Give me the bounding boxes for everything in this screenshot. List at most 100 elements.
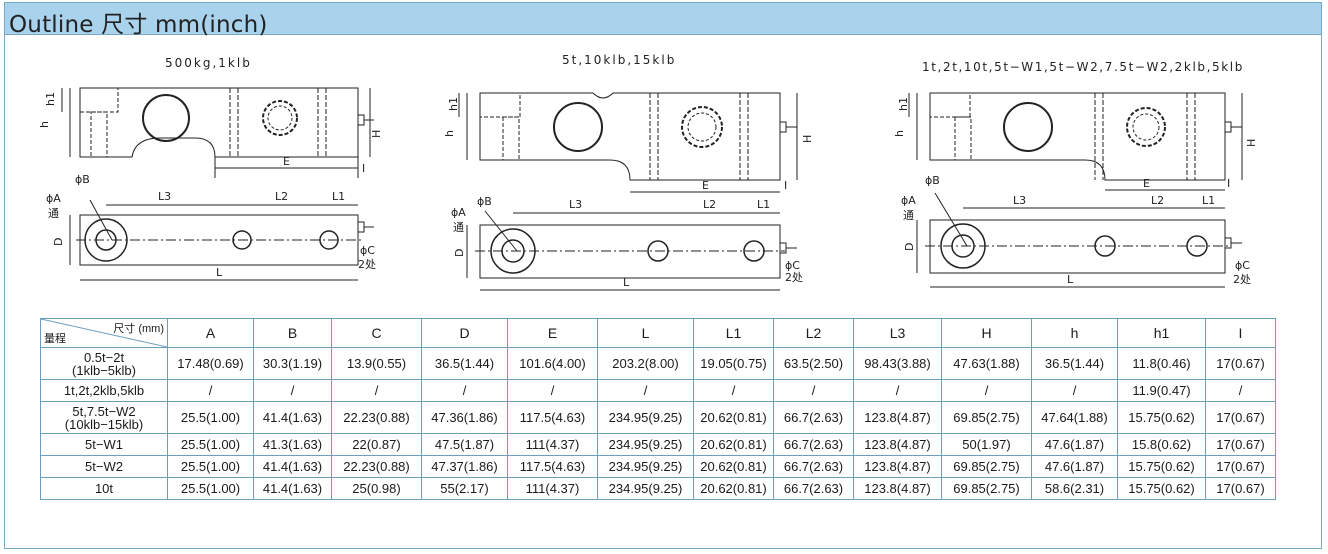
dim-label-E: E <box>1143 177 1150 190</box>
column-header: H <box>941 318 1032 348</box>
column-header: I <box>1205 318 1276 348</box>
dim-label-L1: L1 <box>1202 194 1215 207</box>
table-cell: 41.4(1.63) <box>253 455 332 478</box>
side-view-hole <box>142 94 190 142</box>
dim-label-L: L <box>216 266 223 279</box>
column-header: D <box>421 318 508 348</box>
dim-label-h1: h1 <box>44 92 57 106</box>
dim-label-phiB: ϕB <box>477 195 492 208</box>
table-cell: 69.85(2.75) <box>941 401 1032 434</box>
dim-label-phiC: ϕC <box>360 244 375 257</box>
row-header: 1t,2t,2klb,5klb <box>40 379 168 402</box>
threaded-hole-inner <box>687 112 717 142</box>
table-cell: 123.8(4.87) <box>853 455 942 478</box>
table-cell: 17(0.67) <box>1205 401 1276 434</box>
table-header-row: 尺寸 (mm) 量程 A B C D E L L1 L2 L3 H h h1 I <box>40 318 1276 348</box>
table-cell: 22.23(0.88) <box>331 455 422 478</box>
table-cell: / <box>331 379 422 402</box>
dim-label-2chu: 2处 <box>785 271 803 284</box>
top-view-hole-mid <box>232 230 252 250</box>
leader-line <box>934 192 968 247</box>
table-cell: 17(0.67) <box>1205 477 1276 500</box>
dimension-table: 尺寸 (mm) 量程 A B C D E L L1 L2 L3 H h h1 I… <box>40 318 1276 500</box>
table-row: 0.5t−2t(1klb−5klb) 17.48(0.69) 30.3(1.19… <box>40 347 1276 380</box>
dim-label-2chu: 2处 <box>358 258 376 271</box>
table-cell: 117.5(4.63) <box>507 455 598 478</box>
table-cell: 47.63(1.88) <box>941 347 1032 380</box>
table-cell: 17(0.67) <box>1205 433 1276 456</box>
dim-label-L3: L3 <box>569 198 582 211</box>
load-cell-drawing-1: h1 h H E I L3 L2 L1 ϕB ϕA 通 D ϕC 2处 L <box>38 87 383 281</box>
threaded-hole <box>262 100 298 136</box>
side-view-bore <box>479 92 521 118</box>
table-cell: 234.95(9.25) <box>597 433 694 456</box>
table-cell: 66.7(2.63) <box>773 433 854 456</box>
dim-label-L: L <box>623 276 630 289</box>
table-cell: 15.75(0.62) <box>1117 455 1206 478</box>
dim-label-L3: L3 <box>158 190 171 203</box>
table-cell: 58.6(2.31) <box>1031 477 1118 500</box>
dim-label-phiA: ϕA <box>46 192 61 205</box>
dim-label-L2: L2 <box>703 198 716 211</box>
dim-label-2chu: 2处 <box>1233 273 1251 286</box>
row-header-line1: 0.5t−2t <box>83 349 125 365</box>
dim-label-tong: 通 <box>48 207 59 220</box>
dim-label-phiC: ϕC <box>1235 259 1250 272</box>
dim-label-E: E <box>702 179 709 192</box>
title-bar: Outline 尺寸 mm(inch) <box>5 3 1321 38</box>
cable-gland <box>1224 121 1232 133</box>
table-cell: 66.7(2.63) <box>773 455 854 478</box>
table-cell: 234.95(9.25) <box>597 477 694 500</box>
table-cell: 11.9(0.47) <box>1117 379 1206 402</box>
column-header: h1 <box>1117 318 1206 348</box>
table-cell: 234.95(9.25) <box>597 401 694 434</box>
table-cell: 25.5(1.00) <box>167 433 254 456</box>
threaded-hole-inner <box>1132 113 1160 141</box>
row-header: 5t,7.5t−W2(10klb−15klb) <box>40 401 168 434</box>
table-cell: 47.6(1.87) <box>1031 433 1118 456</box>
table-cell: 22.23(0.88) <box>331 401 422 434</box>
top-view-hole-end <box>743 240 765 262</box>
dim-label-L1: L1 <box>757 198 770 211</box>
top-view-hole-mid <box>647 240 669 262</box>
column-header: L <box>597 318 694 348</box>
table-row: 10t 25.5(1.00) 41.4(1.63) 25(0.98) 55(2.… <box>40 477 1276 500</box>
row-header-line1: 5t,7.5t−W2 <box>72 403 136 419</box>
load-cell-drawing-3: h1 h H E I L3 L2 L1 ϕB ϕA 通 D ϕC 2处 L <box>893 92 1258 288</box>
table-cell: 20.62(0.81) <box>693 401 774 434</box>
drawing-caption-3: 1t,2t,10t,5t−W1,5t−W2,7.5t−W2,2klb,5klb <box>922 60 1244 74</box>
table-cell: / <box>773 379 854 402</box>
leader-line <box>89 199 113 241</box>
column-header: L2 <box>773 318 854 348</box>
dim-label-h1: h1 <box>897 97 910 111</box>
dim-label-L2: L2 <box>275 190 288 203</box>
row-header: 10t <box>40 477 168 500</box>
side-view-slot <box>90 111 108 158</box>
table-cell: 13.9(0.55) <box>331 347 422 380</box>
column-header: A <box>167 318 254 348</box>
table-cell: / <box>941 379 1032 402</box>
top-view-hole-end <box>1186 235 1208 257</box>
table-cell: 234.95(9.25) <box>597 455 694 478</box>
leader-line <box>484 210 518 252</box>
table-cell: / <box>507 379 598 402</box>
table-cell: 20.62(0.81) <box>693 477 774 500</box>
table-cell: / <box>167 379 254 402</box>
table-row: 5t−W2 25.5(1.00) 41.4(1.63) 22.23(0.88) … <box>40 455 1276 478</box>
threaded-hole-inner <box>267 105 293 131</box>
load-cell-drawing-2: h1 h H E I L3 L2 L1 ϕB ϕA 通 D ϕC 2处 L <box>443 92 814 291</box>
table-cell: 50(1.97) <box>941 433 1032 456</box>
threaded-hole <box>681 106 723 148</box>
column-header: B <box>253 318 332 348</box>
table-cell: 17(0.67) <box>1205 347 1276 380</box>
table-row: 1t,2t,2klb,5klb / / / / / / / / / / / 11… <box>40 379 1276 402</box>
dim-label-H: H <box>801 135 814 143</box>
dim-label-h: h <box>443 130 456 137</box>
side-view-slot <box>954 116 972 161</box>
table-cell: 20.62(0.81) <box>693 455 774 478</box>
dim-label-h: h <box>38 121 51 128</box>
table-cell: 19.05(0.75) <box>693 347 774 380</box>
drawing-caption-1: 500kg,1klb <box>165 56 252 70</box>
dim-label-E: E <box>283 155 290 168</box>
corner-diagonal <box>41 319 167 347</box>
